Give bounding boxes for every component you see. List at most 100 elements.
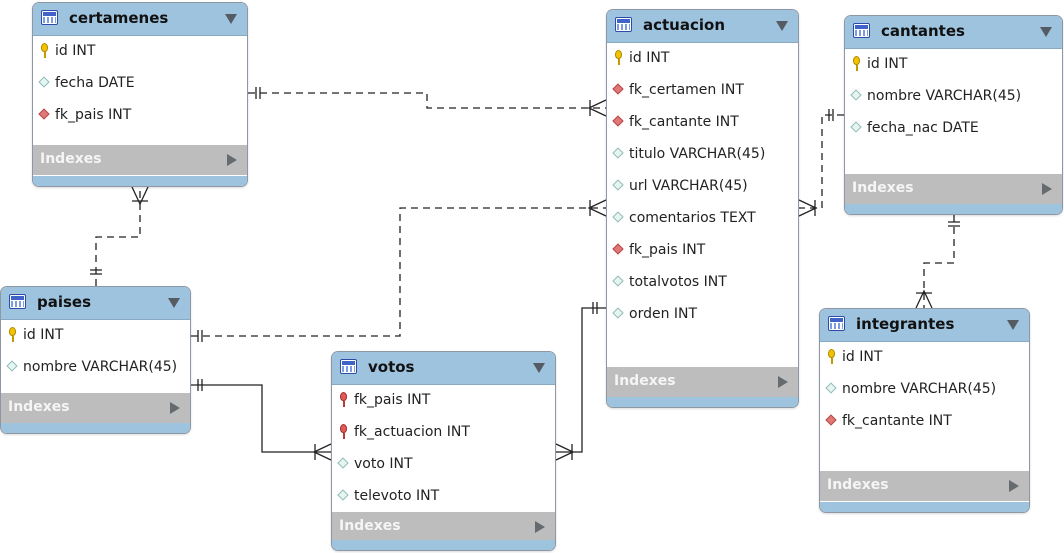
rel-actuacion-votos (555, 302, 606, 461)
column-row[interactable]: fk_certamen INT (607, 75, 798, 107)
primary-key-icon (9, 327, 16, 342)
collapse-arrow-icon[interactable] (1040, 27, 1052, 37)
expand-arrow-icon[interactable] (227, 154, 237, 166)
collapse-arrow-icon[interactable] (168, 298, 180, 308)
table-icon (615, 17, 632, 32)
foreign-key-diamond-icon (825, 414, 837, 426)
table-header[interactable]: votos (332, 352, 555, 385)
column-diamond-icon (612, 275, 624, 287)
column-row[interactable]: fk_pais INT (607, 235, 798, 267)
column-label: fk_pais INT (354, 392, 431, 408)
column-label: id INT (55, 43, 96, 59)
column-diamond-icon (6, 360, 18, 372)
foreign-key-diamond-icon (612, 83, 624, 95)
column-row[interactable]: televoto INT (332, 481, 555, 513)
primary-key-icon (41, 43, 48, 58)
column-row[interactable]: id INT (607, 43, 798, 75)
table-integrantes[interactable]: integrantes id INT nombre VARCHAR(45) fk… (819, 308, 1030, 513)
column-diamond-icon (612, 307, 624, 319)
table-paises[interactable]: paises id INT nombre VARCHAR(45) Indexes (0, 286, 191, 434)
column-row[interactable]: id INT (845, 49, 1062, 81)
column-label: nombre VARCHAR(45) (867, 88, 1022, 104)
column-row[interactable]: titulo VARCHAR(45) (607, 139, 798, 171)
column-row[interactable]: fk_cantante INT (607, 107, 798, 139)
column-label: televoto INT (354, 488, 440, 504)
expand-arrow-icon[interactable] (535, 521, 545, 533)
table-bottom-strip (332, 540, 555, 550)
expand-arrow-icon[interactable] (778, 376, 788, 388)
column-row[interactable]: fecha DATE (33, 68, 247, 100)
indexes-label: Indexes (614, 373, 676, 389)
column-row[interactable]: orden INT (607, 299, 798, 331)
indexes-label: Indexes (852, 180, 914, 196)
indexes-section[interactable]: Indexes (820, 471, 1029, 501)
table-header[interactable]: paises (1, 287, 190, 320)
column-row[interactable]: nombre VARCHAR(45) (820, 374, 1029, 406)
column-row[interactable]: nombre VARCHAR(45) (1, 352, 190, 384)
column-row[interactable]: id INT (1, 320, 190, 352)
rel-paises-actuacion (191, 199, 607, 342)
foreign-key-diamond-icon (38, 108, 50, 120)
column-diamond-icon (825, 382, 837, 394)
collapse-arrow-icon[interactable] (533, 363, 545, 373)
collapse-arrow-icon[interactable] (225, 14, 237, 24)
primary-key-icon (615, 50, 622, 65)
table-name: cantantes (881, 22, 965, 40)
column-label: fk_certamen INT (629, 82, 744, 98)
table-header[interactable]: integrantes (820, 309, 1029, 342)
column-label: id INT (842, 349, 883, 365)
column-diamond-icon (612, 211, 624, 223)
column-diamond-icon (612, 179, 624, 191)
table-icon (828, 316, 845, 331)
rel-paises-certamenes (90, 186, 149, 286)
table-votos[interactable]: votos fk_pais INT fk_actuacion INT voto … (331, 351, 556, 551)
column-row[interactable]: voto INT (332, 449, 555, 481)
table-bottom-strip (607, 397, 798, 407)
indexes-section[interactable]: Indexes (607, 367, 798, 397)
primary-foreign-key-icon (340, 392, 347, 407)
column-row[interactable]: fk_actuacion INT (332, 417, 555, 449)
column-row[interactable]: totalvotos INT (607, 267, 798, 299)
table-name: paises (37, 293, 92, 311)
table-actuacion[interactable]: actuacion id INT fk_certamen INT fk_cant… (606, 9, 799, 408)
column-diamond-icon (38, 76, 50, 88)
indexes-section[interactable]: Indexes (845, 174, 1062, 204)
column-label: voto INT (354, 456, 413, 472)
indexes-label: Indexes (339, 518, 401, 534)
column-row[interactable]: fk_pais INT (332, 385, 555, 417)
table-name: certamenes (69, 9, 169, 27)
indexes-section[interactable]: Indexes (33, 145, 247, 175)
primary-key-icon (828, 349, 835, 364)
table-bottom-strip (33, 176, 247, 186)
table-name: actuacion (643, 16, 726, 34)
column-label: id INT (867, 56, 908, 72)
table-header[interactable]: cantantes (845, 16, 1062, 49)
table-header[interactable]: actuacion (607, 10, 798, 43)
table-bottom-strip (820, 502, 1029, 512)
expand-arrow-icon[interactable] (1009, 480, 1019, 492)
column-row[interactable]: id INT (820, 342, 1029, 374)
column-row[interactable]: fecha_nac DATE (845, 113, 1062, 145)
table-certamenes[interactable]: certamenes id INT fecha DATE fk_pais INT… (32, 2, 248, 187)
column-diamond-icon (337, 457, 349, 469)
column-row[interactable]: fk_cantante INT (820, 406, 1029, 438)
collapse-arrow-icon[interactable] (1007, 320, 1019, 330)
table-icon (9, 294, 26, 309)
column-row[interactable]: id INT (33, 36, 247, 68)
column-row[interactable]: fk_pais INT (33, 100, 247, 132)
primary-key-icon (853, 56, 860, 71)
expand-arrow-icon[interactable] (1042, 183, 1052, 195)
indexes-section[interactable]: Indexes (332, 512, 555, 542)
expand-arrow-icon[interactable] (170, 402, 180, 414)
indexes-section[interactable]: Indexes (1, 393, 190, 423)
table-icon (340, 359, 357, 374)
collapse-arrow-icon[interactable] (776, 21, 788, 31)
column-label: id INT (23, 327, 64, 343)
column-row[interactable]: comentarios TEXT (607, 203, 798, 235)
table-header[interactable]: certamenes (33, 3, 247, 36)
table-cantantes[interactable]: cantantes id INT nombre VARCHAR(45) fech… (844, 15, 1063, 215)
column-row[interactable]: nombre VARCHAR(45) (845, 81, 1062, 113)
column-row[interactable]: url VARCHAR(45) (607, 171, 798, 203)
table-icon (41, 10, 58, 25)
